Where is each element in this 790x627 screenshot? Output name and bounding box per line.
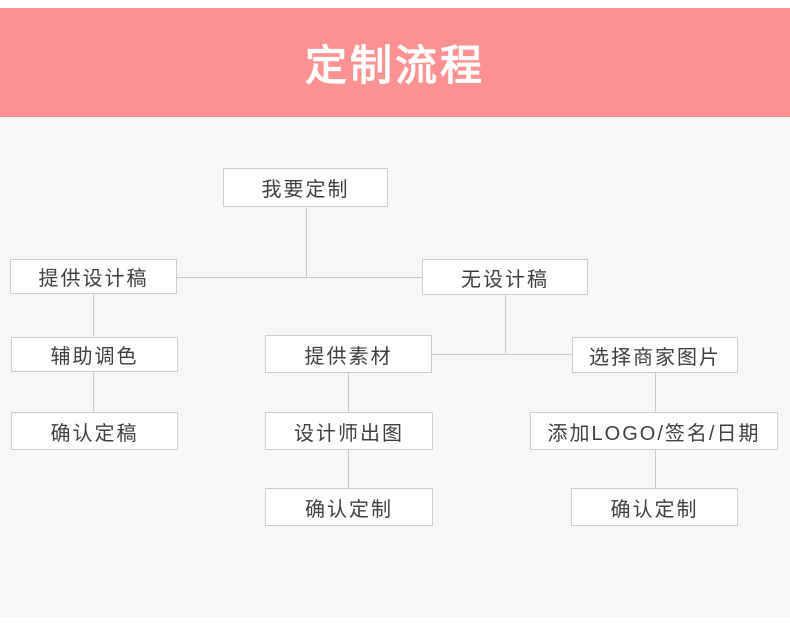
flow-node-confirm-final-draft: 确认定稿 (11, 412, 178, 450)
connector-add-logo-down (655, 450, 656, 488)
page-title: 定制流程 (304, 42, 485, 89)
connector-assist-color-down (93, 372, 94, 412)
connector-designer-output-down (348, 450, 349, 488)
connector-choose-image-down (655, 373, 656, 412)
flow-node-no-design-draft: 无设计稿 (422, 259, 588, 295)
flow-node-assist-color-tuning: 辅助调色 (11, 337, 178, 372)
connector-level1-horizontal (177, 277, 422, 278)
title-banner: 定制流程 (0, 8, 790, 117)
connector-level2-horizontal (432, 354, 572, 355)
flow-node-provide-material: 提供素材 (265, 335, 432, 373)
flow-node-start: 我要定制 (223, 168, 388, 207)
connector-no-design-down (505, 295, 506, 354)
connector-provide-material-down (348, 373, 349, 412)
connector-start-down (306, 207, 307, 277)
flow-node-designer-output: 设计师出图 (265, 412, 433, 450)
flow-node-confirm-customization-middle: 确认定制 (265, 488, 433, 526)
flow-node-choose-merchant-image: 选择商家图片 (572, 337, 738, 373)
flow-node-add-logo-signature-date: 添加LOGO/签名/日期 (530, 412, 778, 450)
flow-node-confirm-customization-right: 确认定制 (571, 488, 738, 526)
flow-node-provide-design-draft: 提供设计稿 (10, 259, 177, 294)
connector-provide-design-down (93, 294, 94, 337)
